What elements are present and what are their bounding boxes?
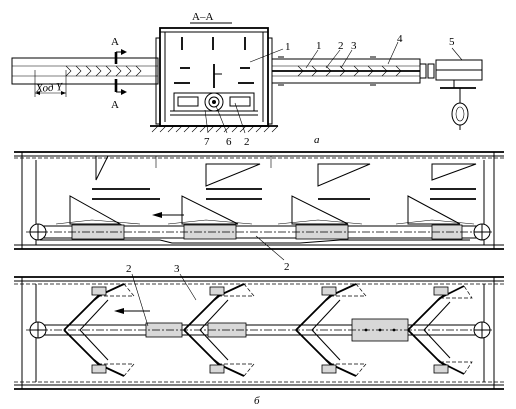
- bottom-position-3: 3: [174, 263, 180, 275]
- top-left-view: Ход Y А А: [11, 36, 159, 111]
- section-position-6: 6: [226, 136, 232, 148]
- stroke-label: Ход Y: [35, 81, 65, 95]
- conveyor-side-panel: 2: [14, 151, 504, 273]
- section-position-7: 7: [204, 136, 210, 148]
- side-position-4: 4: [397, 33, 403, 45]
- section-position-2: 2: [244, 136, 250, 148]
- top-right-view: 1 2 3 4 5: [271, 33, 483, 130]
- section-arrow-top-label: А: [111, 36, 119, 48]
- caption-b: б: [254, 395, 260, 407]
- bottom-position-2: 2: [126, 263, 132, 275]
- mid-position-2: 2: [284, 261, 290, 273]
- conveyor-plan-panel: 2 3: [14, 263, 504, 390]
- section-a-a: А–А: [150, 11, 291, 148]
- caption-a: а: [314, 134, 320, 146]
- side-position-1: 1: [316, 40, 322, 52]
- section-position-1: 1: [285, 41, 291, 53]
- side-position-2: 2: [338, 40, 344, 52]
- side-position-3: 3: [351, 40, 357, 52]
- side-position-5: 5: [449, 36, 455, 48]
- section-title: А–А: [192, 11, 213, 23]
- section-arrow-bottom-label: А: [111, 99, 119, 111]
